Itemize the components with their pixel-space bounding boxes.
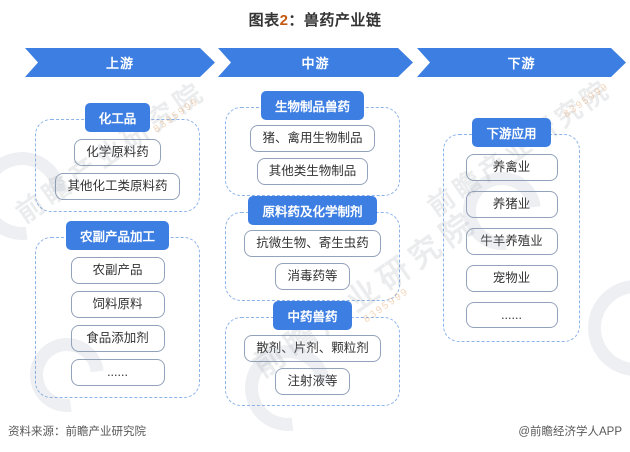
group-header: 化工品	[84, 103, 151, 132]
item-box: 注射液等	[275, 367, 350, 395]
item-box: 消毒药等	[275, 262, 350, 290]
credit-note: @前瞻经济学人APP	[518, 426, 622, 438]
group-biological-products: 生物制品兽药 猪、禽用生物制品 其他类生物制品	[225, 91, 400, 196]
group-agricultural-processing: 农副产品加工 农副产品 饲料原料 食品添加剂 ......	[35, 221, 200, 398]
page-title: 图表2：兽药产业链	[0, 9, 630, 30]
item-box: 抗微生物、寄生虫药	[244, 230, 381, 257]
item-box: 宠物业	[465, 264, 558, 292]
item-box: 牛羊养殖业	[465, 227, 558, 255]
title-number: 2	[279, 12, 289, 29]
group-api-chemical-preparations: 原料药及化学制剂 抗微生物、寄生虫药 消毒药等	[225, 196, 400, 301]
group-box: 化学原料药 其他化工类原料药	[35, 119, 200, 212]
stage-arrow-downstream: 下游	[417, 48, 626, 77]
group-traditional-chinese-medicine: 中药兽药 散剂、片剂、颗粒剂 注射液等	[225, 301, 400, 406]
item-box: 其他类生物制品	[256, 157, 369, 185]
title-rest: ：兽药产业链	[288, 12, 382, 29]
item-box: 养猪业	[465, 190, 558, 218]
item-box: 化学原料药	[74, 139, 161, 166]
group-downstream-applications: 下游应用 养禽业 养猪业 牛羊养殖业 宠物业 ......	[443, 118, 580, 343]
group-box: 散剂、片剂、颗粒剂 注射液等	[225, 317, 400, 406]
watermark-digits: 8395999	[561, 80, 612, 121]
item-box: ......	[465, 301, 558, 329]
source-note: 资料来源：前瞻产业研究院	[8, 426, 146, 438]
item-box: 饲料原料	[70, 290, 165, 318]
group-header: 农副产品加工	[65, 221, 169, 250]
item-box: 其他化工类原料药	[55, 172, 180, 200]
group-box: 抗微生物、寄生虫药 消毒药等	[225, 212, 400, 301]
item-box: 散剂、片剂、颗粒剂	[244, 335, 381, 362]
title-prefix: 图表	[248, 12, 280, 29]
group-box: 养禽业 养猪业 牛羊养殖业 宠物业 ......	[443, 134, 580, 343]
item-box: ......	[70, 358, 165, 386]
group-header: 中药兽药	[273, 301, 352, 330]
group-box: 猪、禽用生物制品 其他类生物制品	[225, 107, 400, 196]
stage-arrow-upstream: 上游	[25, 48, 215, 77]
group-chemical-products: 化工品 化学原料药 其他化工类原料药	[35, 103, 200, 212]
item-box: 养禽业	[465, 154, 558, 181]
item-box: 食品添加剂	[70, 324, 165, 352]
item-box: 农副产品	[70, 257, 165, 284]
group-box: 农副产品 饲料原料 食品添加剂 ......	[35, 237, 200, 398]
group-header: 下游应用	[472, 118, 551, 147]
group-header: 生物制品兽药	[260, 91, 364, 120]
item-box: 猪、禽用生物制品	[250, 125, 375, 152]
group-header: 原料药及化学制剂	[248, 196, 377, 225]
stage-arrow-midstream: 中游	[218, 48, 413, 77]
